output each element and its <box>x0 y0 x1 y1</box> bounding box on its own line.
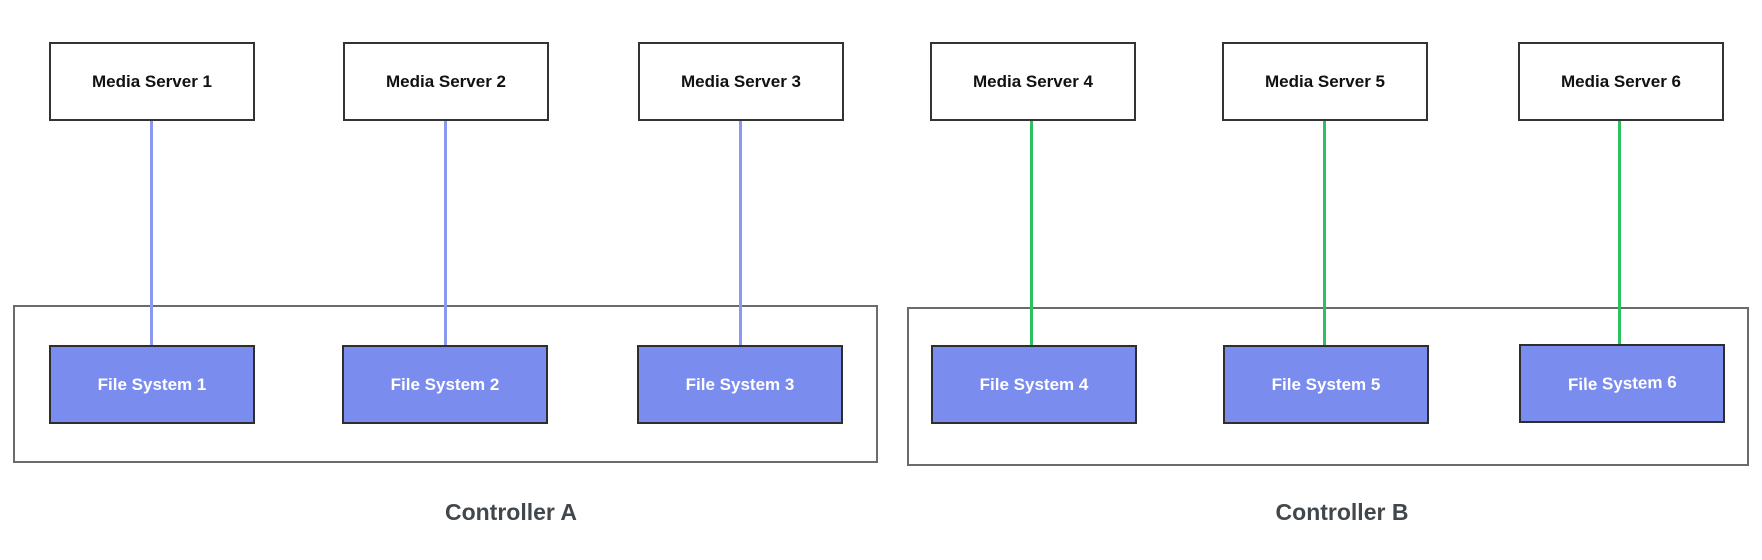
controller-b-container <box>907 307 1749 466</box>
file-system-1-label: File System 1 <box>97 374 207 394</box>
controller-b-caption: Controller B <box>1275 499 1409 525</box>
media-server-6-label: Media Server 6 <box>1560 71 1681 91</box>
file-system-1-node: File System 1 <box>49 345 255 424</box>
file-system-2-node: File System 2 <box>342 345 548 424</box>
file-system-5-label: File System 5 <box>1271 374 1381 394</box>
file-system-4-node: File System 4 <box>931 345 1137 424</box>
controller-a-caption: Controller A <box>444 499 578 525</box>
file-system-5-node: File System 5 <box>1223 345 1429 424</box>
media-server-3-node: Media Server 3 <box>638 42 844 121</box>
file-system-2-label: File System 2 <box>390 374 500 394</box>
file-system-3-label: File System 3 <box>685 374 795 394</box>
file-system-6-node: File System 6 <box>1519 344 1725 423</box>
file-system-4-label: File System 4 <box>979 374 1089 394</box>
media-server-1-node: Media Server 1 <box>49 42 255 121</box>
media-server-2-label: Media Server 2 <box>385 71 506 91</box>
media-server-6-node: Media Server 6 <box>1518 42 1724 121</box>
connector-ms4-fs4 <box>1030 121 1033 345</box>
connector-ms1-fs1 <box>150 121 153 346</box>
media-server-5-label: Media Server 5 <box>1264 71 1385 91</box>
media-server-5-node: Media Server 5 <box>1222 42 1428 121</box>
file-system-3-node: File System 3 <box>637 345 843 424</box>
media-server-1-label: Media Server 1 <box>91 71 212 91</box>
media-server-2-node: Media Server 2 <box>343 42 549 121</box>
connector-ms3-fs3 <box>739 121 742 346</box>
media-server-4-node: Media Server 4 <box>930 42 1136 121</box>
file-system-6-label: File System 6 <box>1567 372 1677 394</box>
media-server-4-label: Media Server 4 <box>972 71 1093 91</box>
connector-ms6-fs6 <box>1618 121 1621 345</box>
media-server-3-label: Media Server 3 <box>680 71 801 91</box>
connector-ms2-fs2 <box>444 121 447 346</box>
connector-ms5-fs5 <box>1323 121 1326 345</box>
